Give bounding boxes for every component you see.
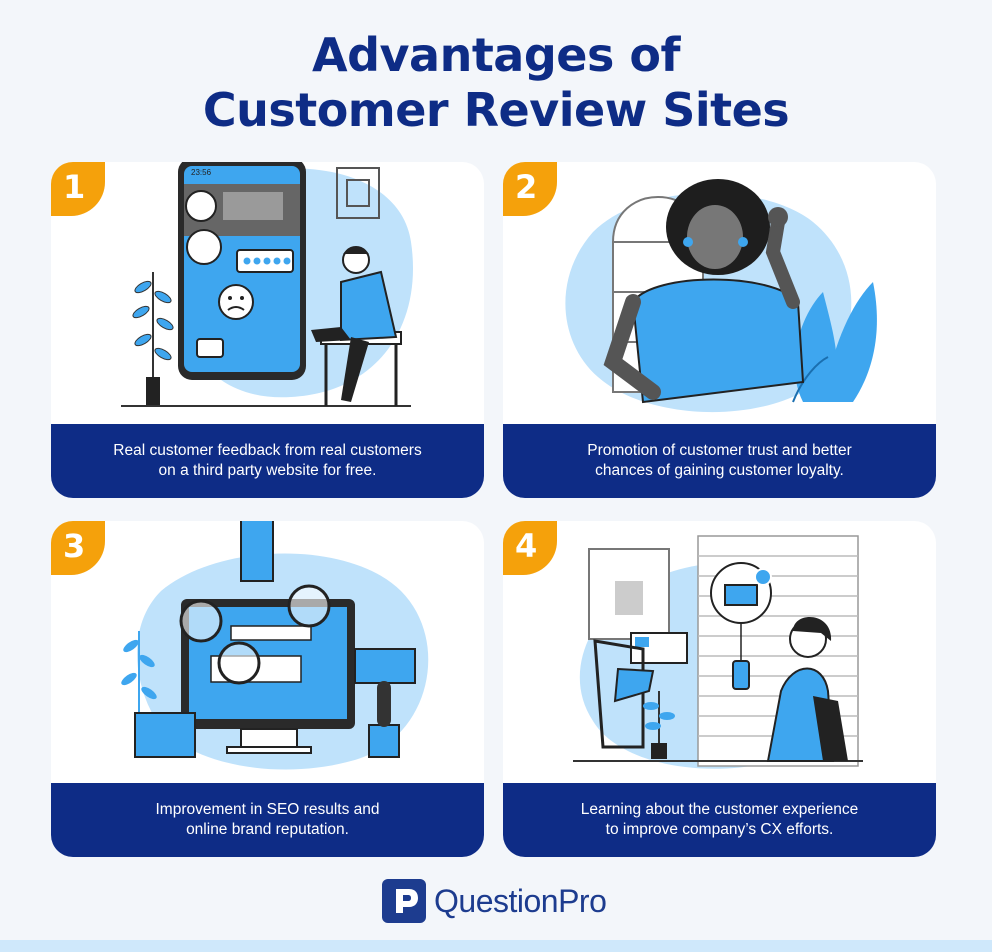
step-number-badge: 1 — [51, 162, 105, 216]
caption-line-2: to improve company’s CX efforts. — [605, 821, 834, 838]
card-caption: Real customer feedback from real custome… — [51, 424, 484, 498]
seo-search-illustration — [121, 521, 429, 770]
phone-time: 23:56 — [191, 168, 212, 177]
advantage-card-4: 4 Learning about the customer experience… — [503, 521, 936, 857]
questionpro-mark-icon — [382, 879, 426, 923]
title-line-1: Advantages of — [312, 28, 680, 82]
feedback-phone-illustration: 23:56 — [121, 162, 414, 407]
caption-line-1: Promotion of customer trust and better — [587, 442, 852, 459]
card-caption: Improvement in SEO results and online br… — [51, 783, 484, 857]
trust-woman-illustration — [565, 179, 877, 413]
brand-name: QuestionPro — [434, 882, 607, 919]
caption-line-1: Learning about the customer experience — [580, 801, 859, 818]
caption-line-1: Improvement in SEO results and — [155, 801, 380, 818]
customer-experience-illustration — [573, 535, 863, 769]
card-caption: Learning about the customer experience t… — [503, 783, 936, 857]
card-caption: Promotion of customer trust and better c… — [503, 424, 936, 498]
caption-line-2: on a third party website for free. — [158, 462, 377, 479]
page-title: Advantages of Customer Review Sites — [0, 28, 992, 138]
questionpro-logo[interactable]: QuestionPro — [382, 878, 607, 924]
advantage-card-3: 3 Improvement in SEO results and online … — [51, 521, 484, 857]
advantage-card-1: 23:56 1 Real customer feedback from real… — [51, 162, 484, 498]
advantage-card-2: 2 Promotion of customer trust and better… — [503, 162, 936, 498]
title-line-2: Customer Review Sites — [202, 83, 790, 137]
caption-line-1: Real customer feedback from real custome… — [113, 442, 422, 459]
caption-line-2: online brand reputation. — [186, 821, 349, 838]
caption-line-2: chances of gaining customer loyalty. — [595, 462, 844, 479]
footer-band — [0, 940, 992, 952]
